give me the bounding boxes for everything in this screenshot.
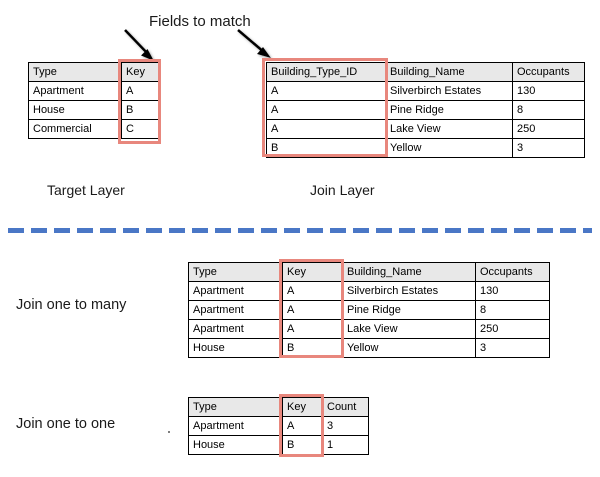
column-header-type: Type — [188, 262, 283, 282]
cell-type: Apartment — [188, 281, 283, 301]
target-layer-table: Type Key Apartment A House B Commercial … — [28, 62, 160, 139]
cell-type: Apartment — [188, 319, 283, 339]
cell-occupants: 8 — [512, 100, 585, 120]
column-header-type: Type — [28, 62, 122, 82]
cell-type: House — [28, 100, 122, 120]
table-row: House B 1 — [188, 435, 369, 455]
table-row: House B — [28, 100, 160, 120]
cell-count: 3 — [322, 416, 369, 436]
table-row: House B Yellow 3 — [188, 338, 550, 358]
column-header-building-type-id: Building_Type_ID — [266, 62, 386, 82]
cell-occupants: 130 — [475, 281, 550, 301]
cell-building-name: Pine Ridge — [342, 300, 476, 320]
table-row: B Yellow 3 — [266, 138, 585, 158]
cell-key: B — [282, 338, 343, 358]
column-header-type: Type — [188, 397, 283, 417]
cell-type: House — [188, 435, 283, 455]
cell-building-type-id: A — [266, 100, 386, 120]
stray-dot-artifact — [168, 431, 170, 433]
table-row: Apartment A Lake View 250 — [188, 319, 550, 339]
column-header-count: Count — [322, 397, 369, 417]
cell-key: A — [282, 281, 343, 301]
cell-occupants: 130 — [512, 81, 585, 101]
join-layer-caption: Join Layer — [310, 182, 375, 198]
cell-type: Apartment — [188, 300, 283, 320]
table-row: Apartment A Silverbirch Estates 130 — [188, 281, 550, 301]
cell-key: B — [282, 435, 323, 455]
cell-type: Apartment — [188, 416, 283, 436]
join-layer-table: Building_Type_ID Building_Name Occupants… — [266, 62, 585, 158]
cell-building-type-id: B — [266, 138, 386, 158]
cell-type: Apartment — [28, 81, 122, 101]
column-header-key: Key — [121, 62, 160, 82]
cell-occupants: 3 — [475, 338, 550, 358]
cell-key: B — [121, 100, 160, 120]
cell-building-name: Lake View — [342, 319, 476, 339]
table-row: Apartment A — [28, 81, 160, 101]
arrow-to-target-key-icon — [124, 29, 154, 61]
one-to-one-result-table: Type Key Count Apartment A 3 House B 1 — [188, 397, 369, 455]
column-header-occupants: Occupants — [475, 262, 550, 282]
table-row: A Lake View 250 — [266, 119, 585, 139]
table-row: Apartment A Pine Ridge 8 — [188, 300, 550, 320]
arrow-to-join-key-icon — [237, 29, 271, 58]
column-header-key: Key — [282, 397, 323, 417]
join-one-to-many-label: Join one to many — [16, 297, 127, 313]
cell-building-name: Silverbirch Estates — [342, 281, 476, 301]
cell-building-name: Yellow — [385, 138, 513, 158]
cell-key: A — [121, 81, 160, 101]
cell-occupants: 250 — [512, 119, 585, 139]
column-header-building-name: Building_Name — [342, 262, 476, 282]
cell-building-name: Lake View — [385, 119, 513, 139]
cell-key: A — [282, 319, 343, 339]
target-layer-caption: Target Layer — [47, 182, 125, 198]
cell-building-name: Silverbirch Estates — [385, 81, 513, 101]
table-row: A Pine Ridge 8 — [266, 100, 585, 120]
table-row: Apartment A 3 — [188, 416, 369, 436]
cell-type: House — [188, 338, 283, 358]
table-row: A Silverbirch Estates 130 — [266, 81, 585, 101]
cell-building-type-id: A — [266, 119, 386, 139]
cell-count: 1 — [322, 435, 369, 455]
table-header-row: Building_Type_ID Building_Name Occupants — [266, 62, 585, 82]
one-to-many-result-table: Type Key Building_Name Occupants Apartme… — [188, 262, 550, 358]
cell-key: C — [121, 119, 160, 139]
table-row: Commercial C — [28, 119, 160, 139]
fields-to-match-label: Fields to match — [149, 13, 251, 30]
column-header-occupants: Occupants — [512, 62, 585, 82]
cell-building-name: Pine Ridge — [385, 100, 513, 120]
column-header-building-name: Building_Name — [385, 62, 513, 82]
cell-occupants: 3 — [512, 138, 585, 158]
table-header-row: Type Key Building_Name Occupants — [188, 262, 550, 282]
join-one-to-one-label: Join one to one — [16, 416, 116, 432]
cell-building-type-id: A — [266, 81, 386, 101]
column-header-key: Key — [282, 262, 343, 282]
cell-occupants: 250 — [475, 319, 550, 339]
cell-key: A — [282, 416, 323, 436]
cell-type: Commercial — [28, 119, 122, 139]
cell-building-name: Yellow — [342, 338, 476, 358]
divider-line — [8, 228, 592, 233]
section-divider — [8, 228, 594, 236]
table-header-row: Type Key — [28, 62, 160, 82]
table-header-row: Type Key Count — [188, 397, 369, 417]
cell-key: A — [282, 300, 343, 320]
cell-occupants: 8 — [475, 300, 550, 320]
